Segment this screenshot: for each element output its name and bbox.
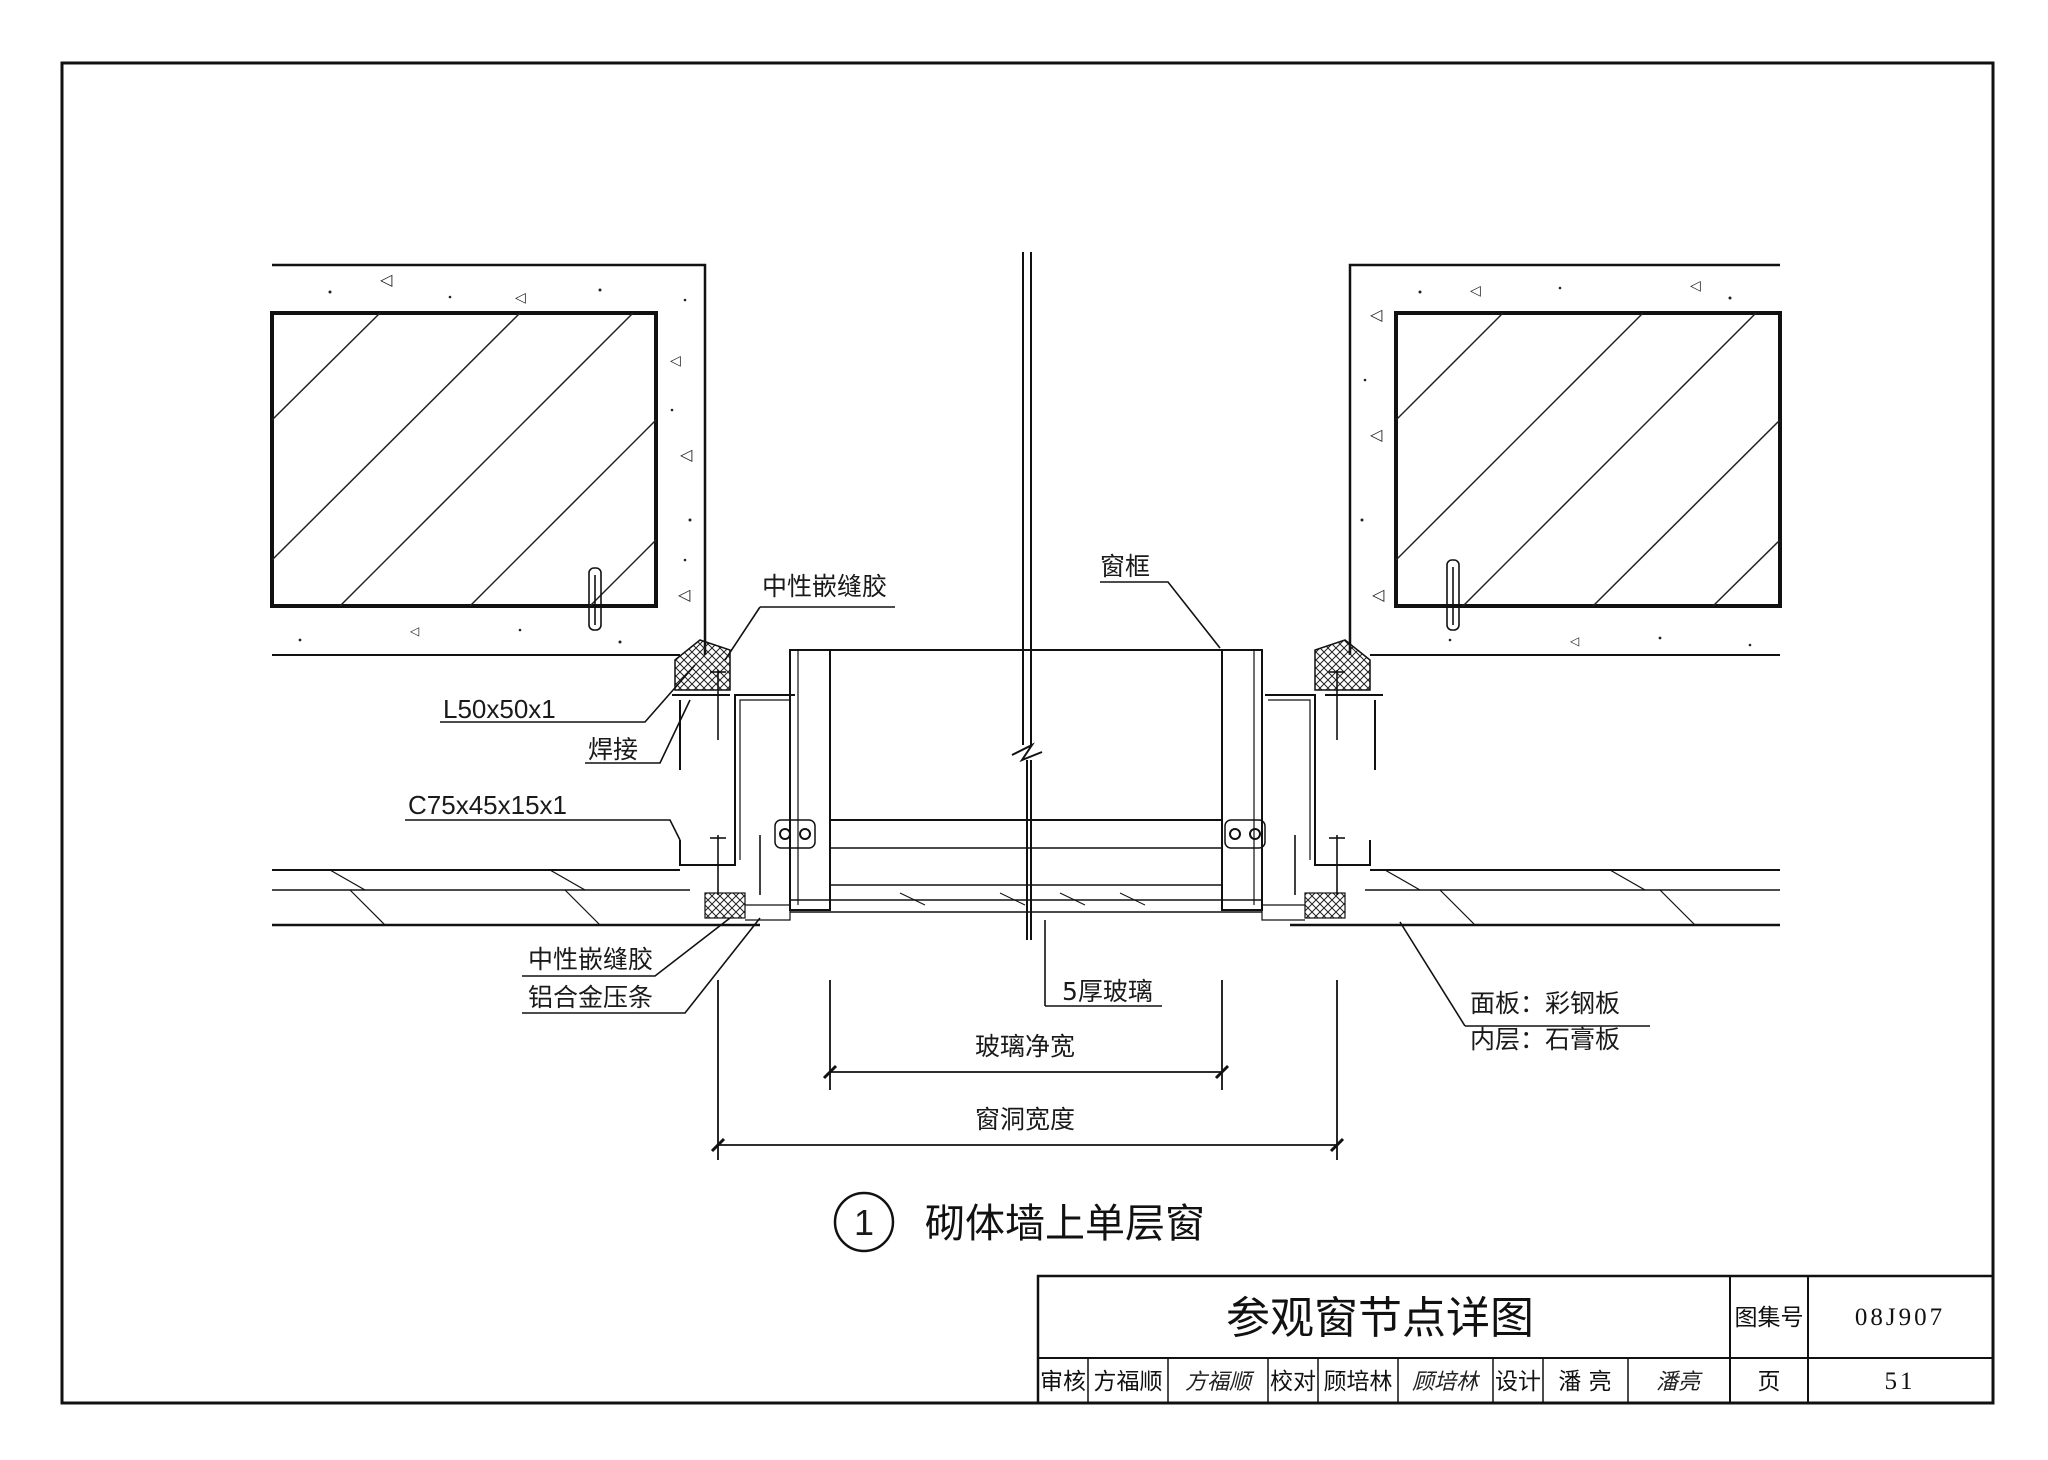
label-panel-face: 面板：彩钢板 (1470, 989, 1620, 1018)
label-window-frame: 窗框 (1100, 552, 1150, 581)
circle-number-icon (833, 1191, 895, 1253)
svg-text:◁: ◁ (379, 270, 393, 289)
design-signature: 潘亮 (1656, 1370, 1703, 1395)
frame-right (1221, 639, 1383, 921)
label-weld: 焊接 (588, 735, 638, 764)
concrete-texture: ◁ ◁ ◁ ◁ ◁ ◁ (1360, 278, 1752, 648)
label-glass: 5厚玻璃 (1062, 977, 1153, 1006)
dimension-tick-icon (710, 1064, 1345, 1153)
svg-text:◁: ◁ (1470, 283, 1481, 299)
screw-icon (710, 670, 1345, 895)
design-name: 潘 亮 (1558, 1369, 1611, 1395)
svg-text:◁: ◁ (1369, 305, 1383, 324)
svg-text:◁: ◁ (670, 353, 681, 369)
sheet-border (60, 61, 1995, 1405)
label-sealant-bottom: 中性嵌缝胶 (528, 945, 653, 974)
atlas-number: 08J907 (1855, 1304, 1945, 1331)
check-label: 校对 (1270, 1369, 1316, 1395)
masonry-block (1394, 311, 1782, 608)
block-hatch (1395, 312, 1781, 607)
svg-text:◁: ◁ (1369, 425, 1383, 444)
anchor-bolt-icon (1446, 559, 1460, 631)
svg-text:◁: ◁ (409, 624, 419, 638)
sheet-title: 参观窗节点详图 (1226, 1293, 1534, 1344)
leader-lines (405, 581, 1650, 1027)
svg-text:◁: ◁ (677, 585, 691, 604)
label-opening-width: 窗洞宽度 (975, 1105, 1075, 1134)
svg-text:◁: ◁ (1371, 585, 1385, 604)
label-panel-inner: 内层：石膏板 (1470, 1025, 1620, 1054)
title-block (1036, 1274, 1995, 1405)
detail-caption: 砌体墙上单层窗 (925, 1201, 1205, 1247)
atlas-label: 图集号 (1735, 1305, 1804, 1331)
svg-text:◁: ◁ (1569, 634, 1579, 648)
svg-text:◁: ◁ (515, 290, 526, 306)
frame-left (672, 639, 831, 921)
label-angle-steel: L50x50x1 (443, 694, 556, 724)
review-signature: 方福顺 (1185, 1370, 1255, 1395)
page-number: 51 (1885, 1368, 1916, 1395)
label-alu-strip: 铝合金压条 (528, 983, 653, 1012)
review-name: 方福顺 (1094, 1369, 1163, 1395)
label-c-channel: C75x45x15x1 (408, 790, 567, 820)
label-glass-clear-width: 玻璃净宽 (975, 1032, 1075, 1061)
svg-text:◁: ◁ (679, 445, 693, 464)
design-label: 设计 (1495, 1369, 1541, 1395)
check-signature: 顾培林 (1412, 1370, 1481, 1395)
label-sealant-top: 中性嵌缝胶 (762, 572, 887, 601)
right-wall: ◁ ◁ ◁ ◁ ◁ ◁ (1348, 263, 1782, 656)
detail-number: 1 (854, 1202, 874, 1243)
break-line-icon (1011, 252, 1043, 940)
wall-panel-right (1290, 869, 1780, 927)
concrete-texture: ◁ ◁ ◁ ◁ ◁ ◁ (298, 270, 693, 644)
page-label: 页 (1758, 1369, 1781, 1395)
review-label: 审核 (1040, 1369, 1086, 1395)
block-hatch (271, 312, 657, 607)
left-wall: ◁ ◁ ◁ ◁ ◁ ◁ (270, 263, 707, 656)
anchor-bolt-icon (588, 567, 602, 631)
check-name: 顾培林 (1324, 1369, 1393, 1395)
masonry-block (270, 311, 658, 608)
wall-panel-left (272, 869, 760, 927)
svg-text:◁: ◁ (1690, 278, 1701, 294)
